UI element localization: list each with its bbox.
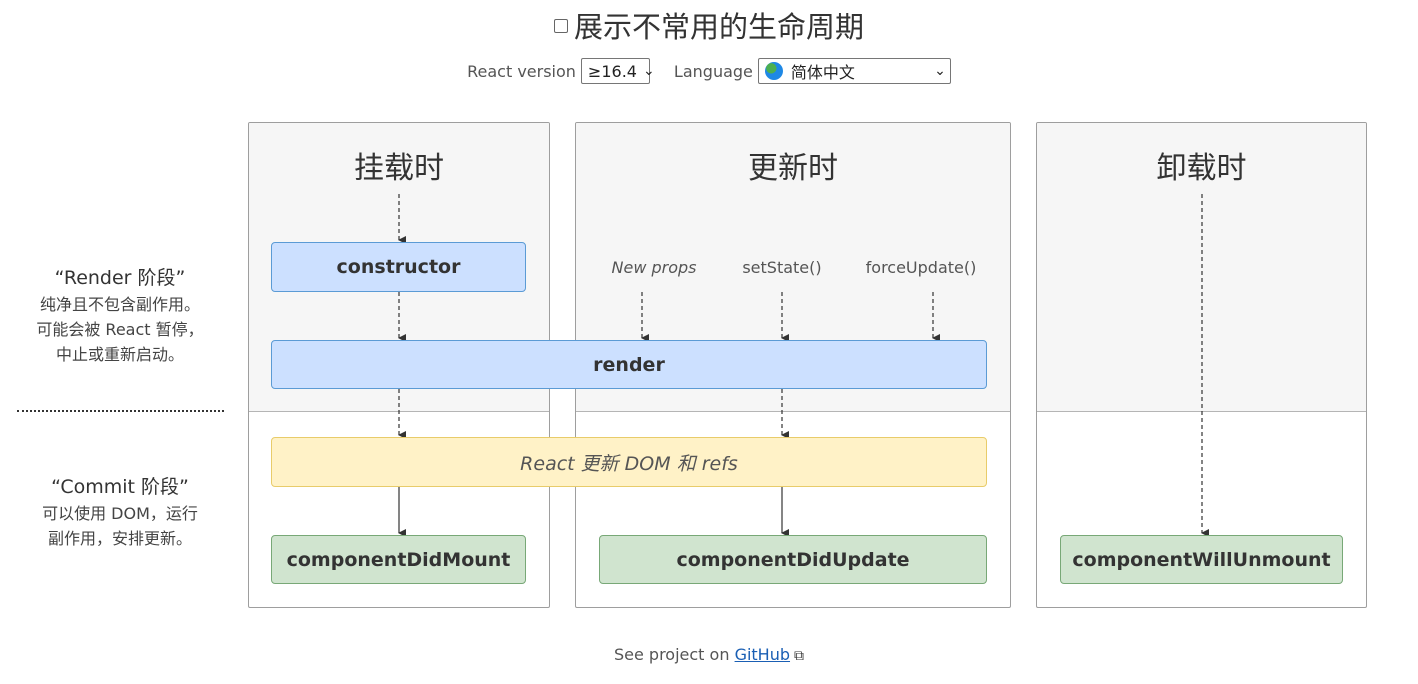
page-title: 展示不常用的生命周期 [573, 10, 864, 44]
render-phase-desc-line: 可能会被 React 暂停， [36, 320, 204, 339]
component-will-unmount-box[interactable]: componentWillUnmount [1060, 535, 1343, 584]
controls-row: React version ≥16.4 ⌄ Language 简体中文 ⌄ [0, 58, 1418, 84]
footer-prefix: See project on [613, 645, 730, 664]
show-uncommon-checkbox[interactable] [553, 19, 568, 33]
react-updates-dom-box: React 更新 DOM 和 refs [271, 437, 987, 487]
component-did-update-box[interactable]: componentDidUpdate [599, 535, 987, 584]
updating-column-title: 更新时 [748, 151, 838, 186]
commit-phase-label: “Commit 阶段” 可以使用 DOM，运行 副作用，安排更新。 [10, 472, 230, 551]
react-version-select[interactable]: ≥16.4 ⌄ [580, 58, 655, 84]
react-version-value: ≥16.4 [587, 61, 637, 81]
chevron-down-icon: ⌄ [934, 63, 946, 79]
react-version-label: React version [467, 61, 576, 81]
phase-divider [17, 410, 224, 412]
trigger-new-props: New props [611, 258, 697, 277]
render-phase-label: “Render 阶段” 纯净且不包含副作用。 可能会被 React 暂停， 中止… [10, 263, 230, 367]
globe-icon [764, 62, 783, 80]
trigger-set-state: setState() [742, 258, 822, 277]
render-phase-desc-line: 中止或重新启动。 [55, 345, 184, 364]
external-link-icon: ⧉ [794, 648, 805, 664]
chevron-down-icon: ⌄ [642, 63, 655, 79]
commit-phase-title: “Commit 阶段” [51, 476, 189, 498]
language-select[interactable]: 简体中文 ⌄ [757, 58, 951, 84]
commit-phase-desc-line: 副作用，安排更新。 [47, 529, 192, 548]
render-box[interactable]: render [271, 340, 987, 389]
commit-phase-desc-line: 可以使用 DOM，运行 [42, 504, 198, 523]
footer: See project on GitHub⧉ [0, 645, 1418, 664]
github-link[interactable]: GitHub [734, 645, 791, 664]
mounting-column-title: 挂载时 [354, 151, 444, 186]
header-title-row: 展示不常用的生命周期 [0, 4, 1418, 46]
trigger-force-update: forceUpdate() [865, 258, 977, 277]
language-label: Language [673, 61, 753, 81]
render-phase-desc-line: 纯净且不包含副作用。 [39, 295, 200, 314]
constructor-box[interactable]: constructor [271, 242, 526, 292]
unmounting-column-title: 卸载时 [1156, 151, 1247, 186]
component-did-mount-box[interactable]: componentDidMount [271, 535, 526, 584]
render-phase-title: “Render 阶段” [54, 267, 186, 289]
language-value: 简体中文 [790, 63, 855, 82]
